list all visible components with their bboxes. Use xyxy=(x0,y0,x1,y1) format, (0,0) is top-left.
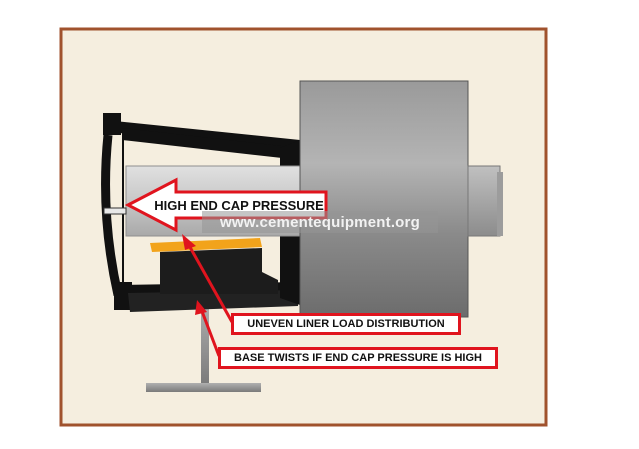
watermark-text: www.cementequipment.org xyxy=(202,211,438,233)
liner-pad xyxy=(150,238,262,252)
uneven-liner-label: UNEVEN LINER LOAD DISTRIBUTION xyxy=(231,313,461,335)
base-twists-label: BASE TWISTS IF END CAP PRESSURE IS HIGH xyxy=(218,347,498,369)
stub-shaft xyxy=(467,165,501,237)
pointer-arrow-base xyxy=(195,300,221,357)
stand-foot xyxy=(146,383,261,392)
end-cap-pressure-label: HIGH END CAP PRESSURE xyxy=(154,197,324,213)
pointer-arrow-liner xyxy=(182,234,234,323)
stand-post xyxy=(201,300,209,386)
pedestal xyxy=(160,248,278,294)
drum xyxy=(299,80,469,318)
